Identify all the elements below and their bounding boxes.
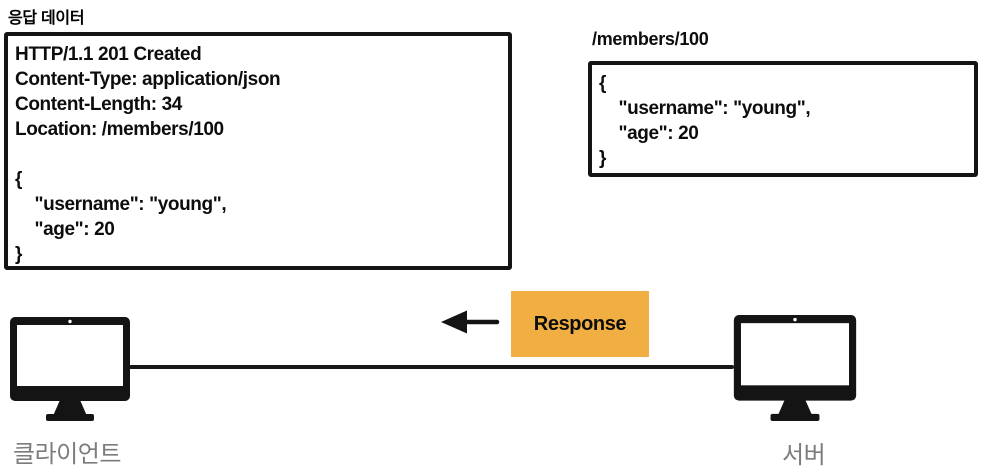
diagram-title: 응답 데이터: [8, 10, 85, 27]
client-label: 클라이언트: [13, 441, 121, 468]
response-http-message: HTTP/1.1 201 Created Content-Type: appli…: [15, 44, 281, 265]
resource-json-content: { "username": "young", "age": 20 }: [599, 73, 811, 169]
server-label: 서버: [782, 442, 826, 469]
resource-data-box: { "username": "young", "age": 20 }: [588, 61, 978, 177]
response-message-badge: Response: [511, 291, 649, 357]
arrow-left-icon: [441, 310, 500, 334]
client-monitor-icon: [10, 317, 130, 421]
response-message-label: Response: [533, 312, 627, 335]
server-monitor-icon: [733, 315, 857, 421]
connection-line: [129, 365, 734, 369]
response-data-box: HTTP/1.1 201 Created Content-Type: appli…: [4, 32, 512, 270]
resource-path-label: /members/100: [592, 29, 709, 49]
